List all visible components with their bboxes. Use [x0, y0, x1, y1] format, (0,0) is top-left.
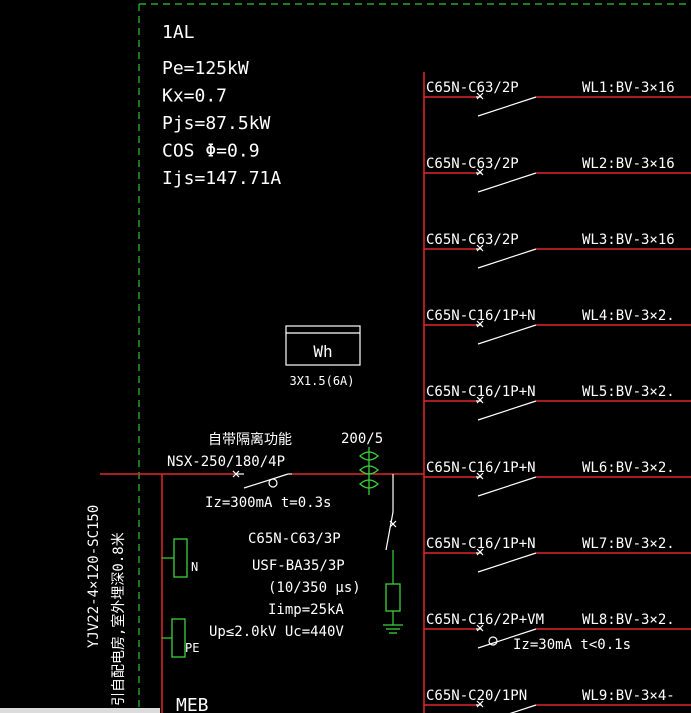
breaker-cross — [476, 472, 484, 480]
circuit-line-spec: WL1:BV-3×16 — [582, 80, 675, 96]
spd-iimp: Iimp=25kA — [268, 602, 344, 618]
circuit-line-spec: WL2:BV-3×16 — [582, 156, 675, 172]
circuit-row: C65N-C16/1P+N WL6:BV-3×2. — [424, 460, 691, 497]
incoming-cable-spec: YJV22-4×120-SC150 — [86, 505, 102, 648]
meter-label: Wh — [313, 342, 332, 361]
panel-parameter: Pjs=87.5kW — [162, 113, 271, 134]
panel-enclosure-frame — [138, 3, 691, 713]
circuit-row: C65N-C16/1P+N WL4:BV-3×2. — [424, 308, 691, 345]
breaker-cross — [476, 548, 484, 556]
main-breaker-leakage: Iz=300mA t=0.3s — [205, 495, 331, 511]
panel-name: 1AL — [162, 22, 195, 43]
breaker-cross — [476, 624, 484, 632]
rcd-symbol — [488, 636, 498, 646]
breaker-blade — [477, 248, 537, 269]
current-transformer-symbol — [359, 447, 379, 495]
main-breaker-switch-symbol — [232, 470, 292, 489]
breaker-blade — [477, 172, 537, 193]
main-feeder-line — [100, 473, 424, 713]
circuit-breaker-model: C65N-C20/1PN — [426, 688, 527, 704]
circuit-row: C65N-C16/1P+N WL7:BV-3×2. — [424, 536, 691, 573]
breaker-blade — [477, 400, 537, 421]
circuit-line-spec: WL6:BV-3×2. — [582, 460, 675, 476]
breaker-cross — [476, 320, 484, 328]
circuit-breaker-model: C65N-C16/1P+N — [426, 460, 536, 476]
panel-parameter: Kx=0.7 — [162, 86, 227, 107]
breaker-blade — [477, 96, 537, 117]
spd-ratings: Up≤2.0kV Uc=440V — [209, 624, 344, 640]
circuit-row: C65N-C63/2P WL1:BV-3×16 — [424, 80, 691, 117]
spd-model: USF-BA35/3P — [252, 558, 345, 574]
breaker-blade — [477, 324, 537, 345]
circuit-breaker-model: C65N-C16/1P+N — [426, 384, 536, 400]
main-breaker-note: 自带隔离功能 — [208, 431, 292, 448]
breaker-cross — [476, 700, 484, 708]
circuit-row: C65N-C20/1PN WL9:BV-3×4- — [424, 688, 691, 713]
circuit-row: C65N-C63/2P WL3:BV-3×16 — [424, 232, 691, 269]
ct-ratio: 200/5 — [341, 431, 383, 447]
neutral-bar: N — [162, 538, 198, 578]
circuit-breaker-model: C65N-C16/1P+N — [426, 308, 536, 324]
circuit-breaker-model: C65N-C63/2P — [426, 156, 519, 172]
circuit-breaker-model: C65N-C63/2P — [426, 232, 519, 248]
circuit-row: C65N-C16/2P+VM WL8:BV-3×2. Iz=30mA t<0.1s — [424, 612, 691, 653]
circuit-leakage: Iz=30mA t<0.1s — [513, 637, 631, 653]
energy-meter: Wh — [285, 325, 361, 366]
protective-earth-bar: PE — [162, 618, 199, 658]
circuit-breaker-model: C65N-C63/2P — [426, 80, 519, 96]
spd-wave: (10/350 μs) — [268, 580, 361, 596]
circuit-line-spec: WL5:BV-3×2. — [582, 384, 675, 400]
surge-protector-branch — [383, 474, 403, 634]
breaker-blade — [477, 628, 537, 649]
protective-earth-label: PE — [185, 641, 199, 655]
circuit-line-spec: WL9:BV-3×4- — [582, 688, 675, 704]
panel-parameter: Pe=125kW — [162, 58, 249, 79]
circuit-row: C65N-C16/1P+N WL5:BV-3×2. — [424, 384, 691, 421]
breaker-cross — [476, 92, 484, 100]
breaker-blade — [509, 704, 537, 713]
breaker-cross — [476, 168, 484, 176]
screen-edge-strip — [0, 708, 160, 713]
breaker-blade — [477, 476, 537, 497]
panel-parameter: COS Φ=0.9 — [162, 141, 260, 162]
bottom-label: MEB — [176, 695, 209, 713]
circuit-breaker-model: C65N-C16/1P+N — [426, 536, 536, 552]
circuit-breaker-model: C65N-C16/2P+VM — [426, 612, 544, 628]
circuit-line-spec: WL3:BV-3×16 — [582, 232, 675, 248]
circuit-line-spec: WL4:BV-3×2. — [582, 308, 675, 324]
main-breaker-model: NSX-250/180/4P — [167, 454, 285, 470]
meter-spec: 3X1.5(6A) — [289, 374, 354, 388]
neutral-bar-label: N — [191, 560, 198, 574]
breaker-cross — [476, 396, 484, 404]
circuit-line-spec: WL7:BV-3×2. — [582, 536, 675, 552]
breaker-cross — [476, 244, 484, 252]
circuit-row: C65N-C63/2P WL2:BV-3×16 — [424, 156, 691, 193]
panel-parameter: Ijs=147.71A — [162, 168, 281, 189]
circuit-line-spec: WL8:BV-3×2. — [582, 612, 675, 628]
spd-breaker: C65N-C63/3P — [248, 531, 341, 547]
breaker-blade — [477, 552, 537, 573]
incoming-cable-route: 引自配电房,室外埋深0.8米 — [110, 532, 127, 706]
